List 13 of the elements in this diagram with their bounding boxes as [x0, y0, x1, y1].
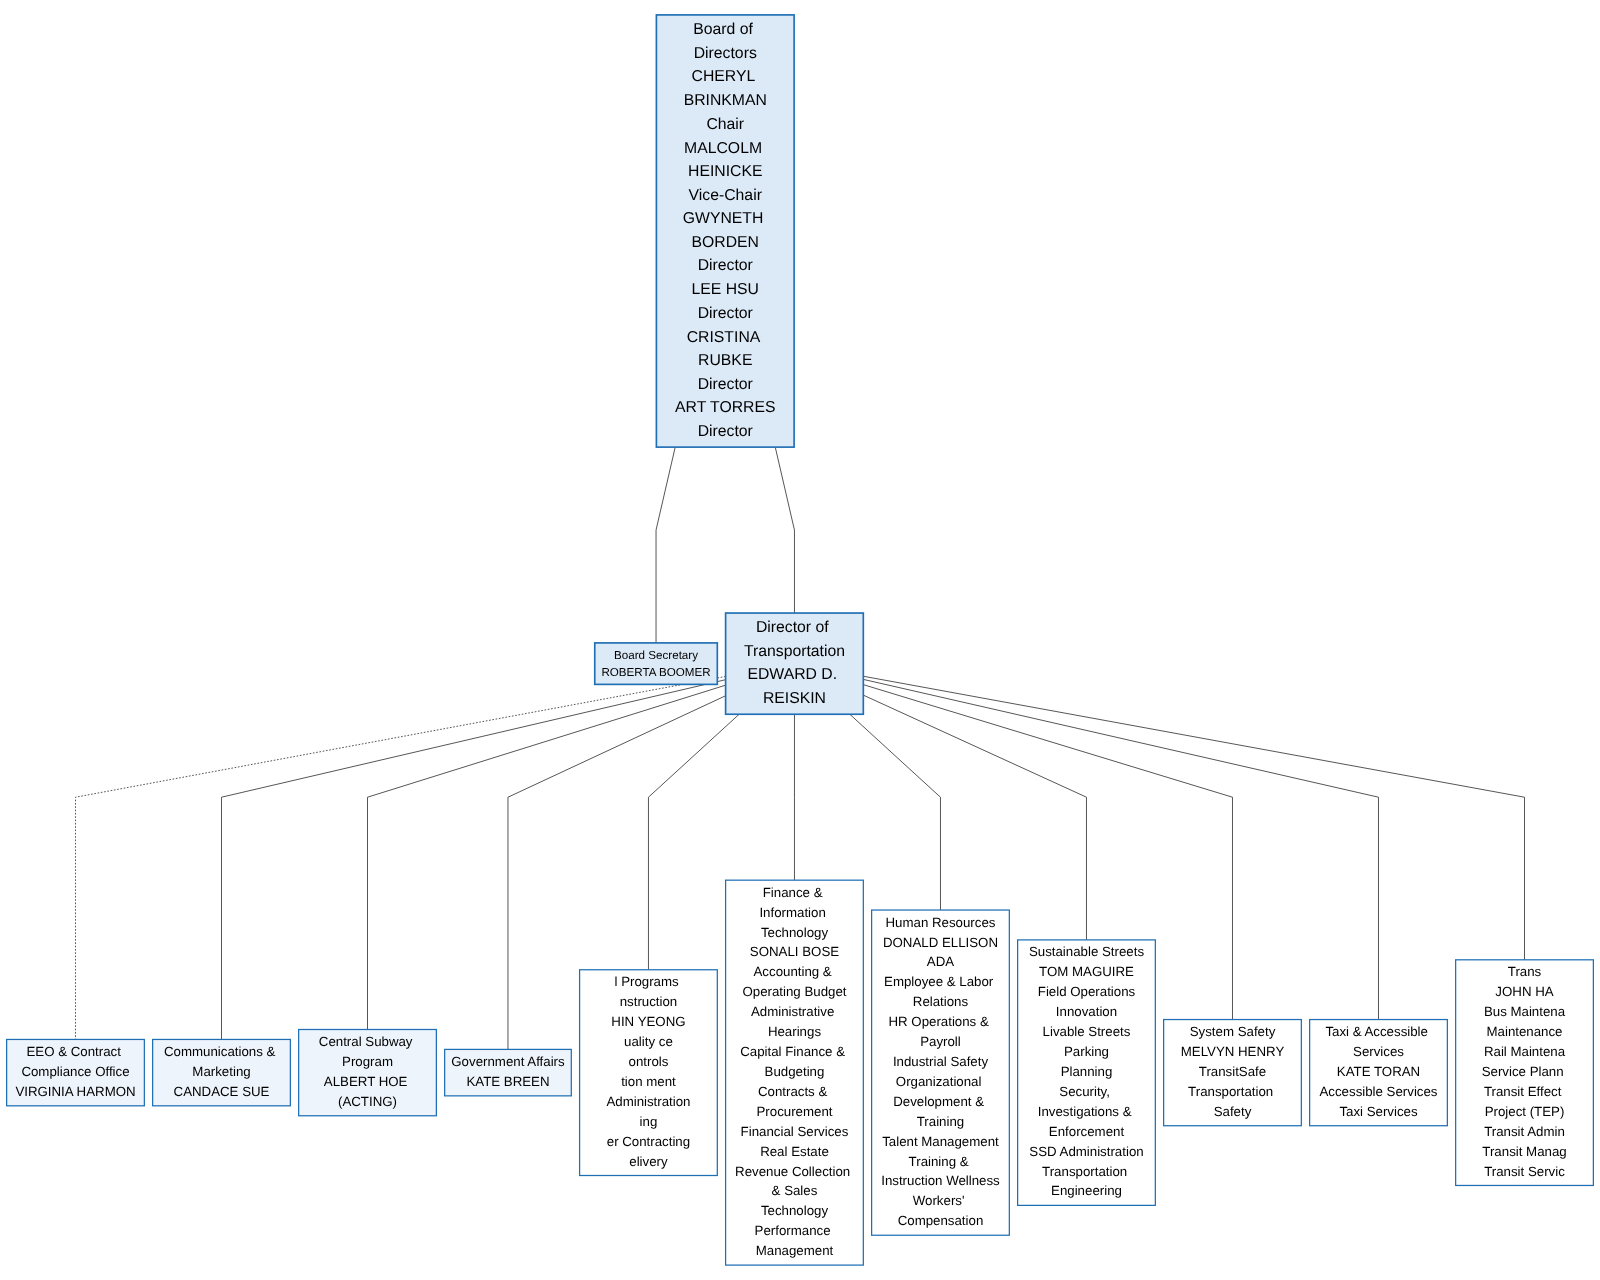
connector	[774, 446, 795, 614]
connector	[655, 446, 676, 644]
connector	[507, 695, 727, 1050]
connector	[862, 684, 1233, 1020]
connector	[221, 679, 727, 1040]
connector	[862, 675, 1525, 961]
connector	[75, 676, 727, 1040]
connector	[367, 684, 727, 1030]
connector	[862, 678, 1379, 1020]
connector	[862, 694, 1087, 941]
connector	[849, 713, 941, 911]
connector	[794, 713, 795, 881]
connector	[648, 713, 740, 971]
